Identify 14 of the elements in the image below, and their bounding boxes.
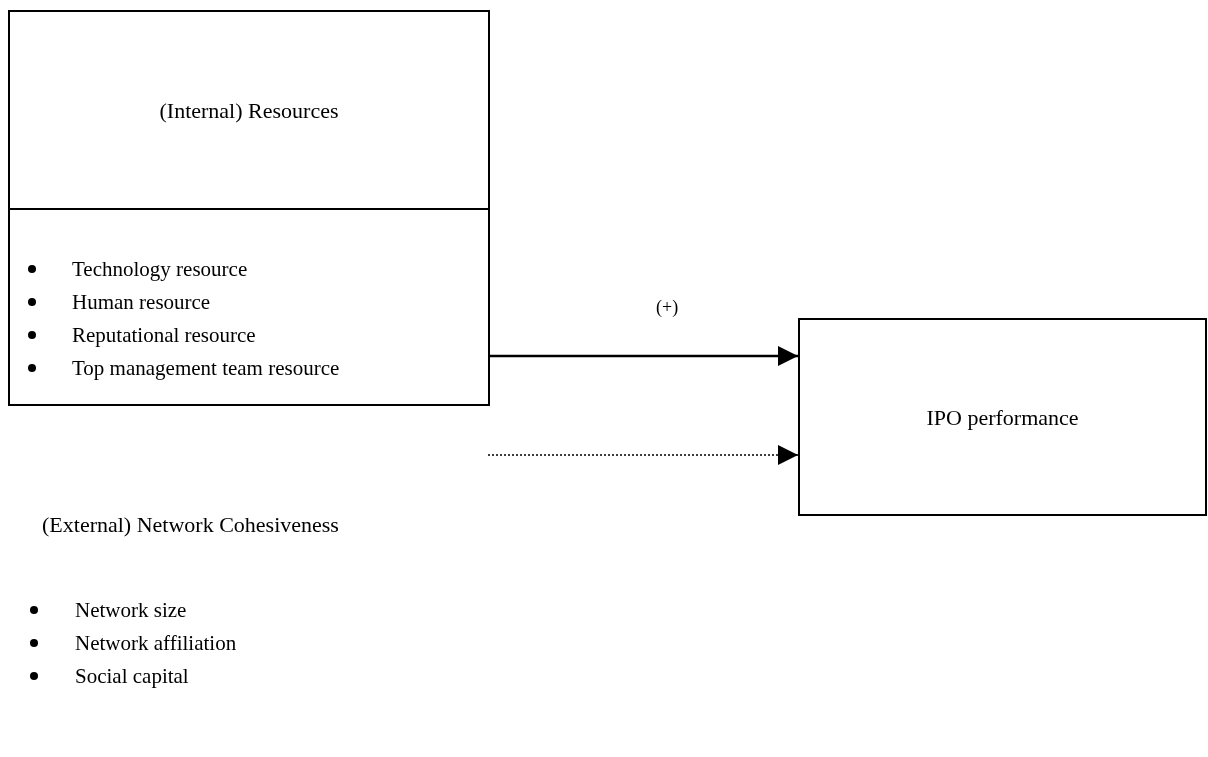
outcome-box — [798, 318, 1207, 516]
box-label: IPO performance — [926, 403, 1079, 432]
list-item: Network size — [75, 597, 187, 624]
arrow — [487, 445, 799, 465]
list-item: Human resource — [72, 289, 211, 316]
list-item: Social capital — [75, 663, 189, 690]
resource-box — [8, 10, 490, 406]
list-item: Network affiliation — [75, 630, 237, 657]
box-heading: (Internal) Resources — [159, 96, 339, 125]
arrow — [490, 346, 798, 366]
list-item: Technology resource — [72, 256, 248, 283]
group-heading: (External) Network Cohesiveness — [42, 511, 339, 539]
list-item: Reputational resource — [72, 322, 256, 349]
list-item: Top management team resource — [72, 355, 340, 382]
